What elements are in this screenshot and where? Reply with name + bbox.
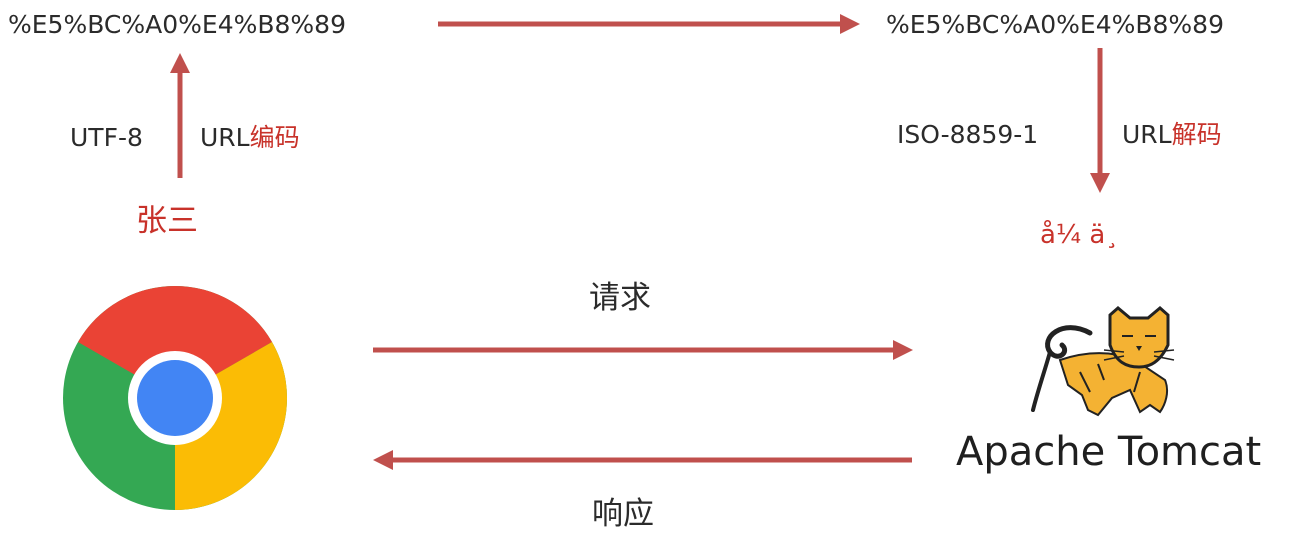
request-label: 请求 [589, 280, 651, 316]
response-label: 响应 [592, 496, 654, 532]
left-operation-suffix: 编码 [249, 123, 300, 152]
right-operation-prefix: URL [1122, 120, 1172, 149]
chrome-icon [63, 285, 288, 510]
left-charset-label: UTF-8 [70, 123, 143, 152]
right-operation-label: URL解码 [1122, 122, 1222, 147]
garbled-text: å¼ ä¸ [1040, 220, 1119, 250]
server-name: Apache Tomcat [956, 429, 1262, 475]
left-operation-label: URL编码 [200, 125, 300, 150]
original-name-text: 张三 [136, 203, 198, 239]
left-encoded-string: %E5%BC%A0%E4%B8%89 [8, 10, 346, 39]
right-operation-suffix: 解码 [1171, 120, 1222, 149]
right-encoded-string: %E5%BC%A0%E4%B8%89 [886, 10, 1224, 39]
left-operation-prefix: URL [200, 123, 250, 152]
right-charset-label: ISO-8859-1 [897, 120, 1039, 149]
tomcat-icon [1031, 306, 1175, 417]
